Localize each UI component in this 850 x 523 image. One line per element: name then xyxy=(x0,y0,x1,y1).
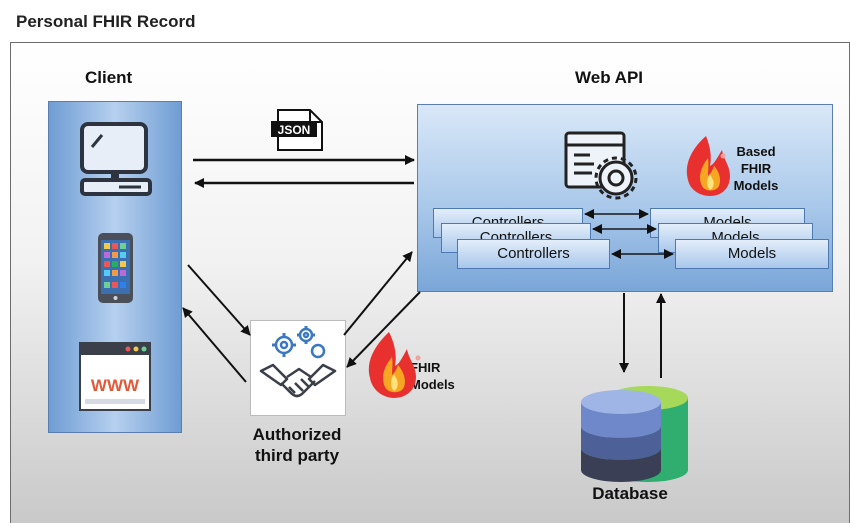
third-party-icon-box xyxy=(250,320,346,416)
smartphone-icon xyxy=(98,233,133,303)
client-panel: WWW xyxy=(48,101,182,433)
fhir-models-label: FHIR Models xyxy=(410,359,480,393)
web-settings-icon xyxy=(564,131,638,200)
arrow-api-to-third-party xyxy=(346,291,421,368)
third-party-label-line-2: third party xyxy=(254,446,340,465)
fhir-flame-icon-api xyxy=(686,136,730,196)
third-party-label-line-1: Authorized xyxy=(252,425,342,444)
fhir-models-line-2: Models xyxy=(410,377,455,392)
svg-text:WWW: WWW xyxy=(91,376,140,395)
page-title: Personal FHIR Record xyxy=(16,12,196,31)
arrow-client-to-third-party xyxy=(187,264,251,336)
arrow-third-party-to-client xyxy=(182,307,247,383)
database-stack-icon xyxy=(581,386,688,482)
handshake-gears-icon xyxy=(259,326,337,398)
database-label: Database xyxy=(592,484,668,503)
based-label-line-2: FHIR xyxy=(740,161,772,176)
based-fhir-models-label: Based FHIR Models xyxy=(726,143,786,194)
web-browser-icon: WWW xyxy=(79,342,151,411)
client-heading: Client xyxy=(85,68,133,87)
web-api-heading: Web API xyxy=(575,68,644,87)
json-file-icon: JSON xyxy=(271,109,323,151)
fhir-models-line-1: FHIR xyxy=(410,360,441,375)
based-label-line-1: Based xyxy=(736,144,776,159)
arrow-third-party-to-api xyxy=(343,251,413,336)
based-label-line-3: Models xyxy=(733,178,779,193)
third-party-label: Authorized third party xyxy=(237,424,357,466)
fhir-flame-icon-third-party xyxy=(368,332,421,398)
desktop-computer-icon xyxy=(80,122,152,196)
models-box-front: Models xyxy=(675,239,829,269)
client-devices: WWW xyxy=(79,122,152,411)
controllers-box-front: Controllers xyxy=(457,239,610,269)
json-label: JSON xyxy=(278,123,311,137)
